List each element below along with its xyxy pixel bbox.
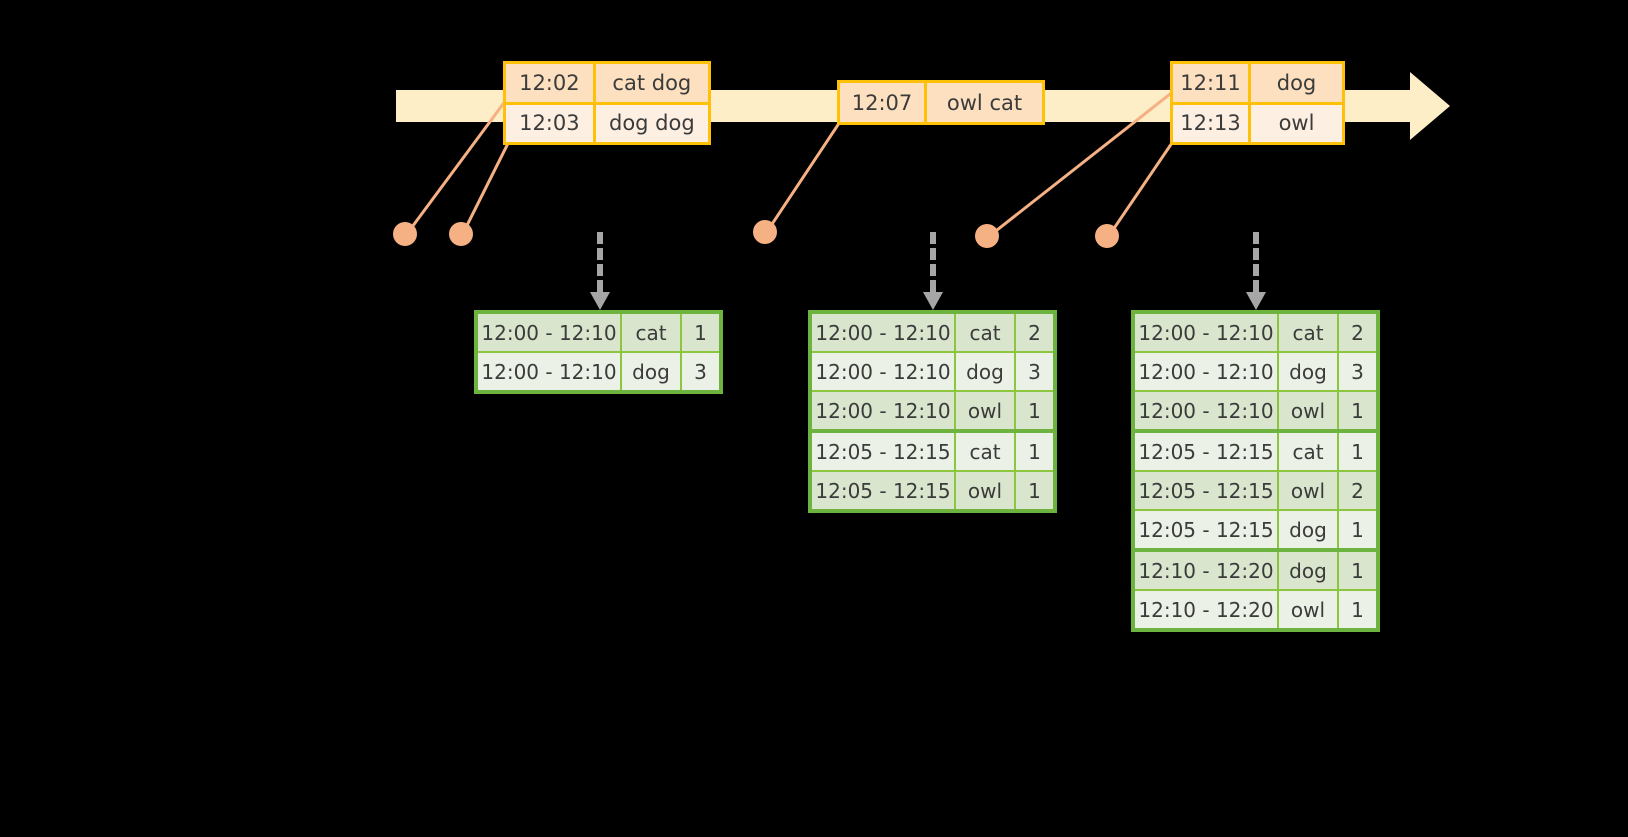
count-cell: 3 <box>1337 353 1376 390</box>
window-cell: 12:00 - 12:10 <box>478 314 620 351</box>
event-words: dog dog <box>592 104 708 142</box>
count-cell: 2 <box>1337 472 1376 509</box>
key-cell: owl <box>1277 472 1337 509</box>
window-cell: 12:05 - 12:15 <box>812 472 954 509</box>
count-cell: 1 <box>1014 472 1053 509</box>
dashed-arrow-head-icon <box>1246 292 1266 310</box>
window-cell: 12:00 - 12:10 <box>1135 314 1277 351</box>
dashed-arrow-to-table-1 <box>590 232 610 310</box>
connector-12-07-dot <box>753 220 777 244</box>
dashed-arrow-to-table-3 <box>1246 232 1266 310</box>
count-cell: 1 <box>1014 433 1053 470</box>
event-time: 12:13 <box>1173 104 1248 142</box>
event-group-1: 12:02 cat dog 12:03 dog dog <box>503 61 711 145</box>
window-cell: 12:05 - 12:15 <box>1135 472 1277 509</box>
key-cell: dog <box>1277 353 1337 390</box>
event-time: 12:07 <box>840 83 924 122</box>
key-cell: dog <box>1277 511 1337 548</box>
dashed-arrow-head-icon <box>923 292 943 310</box>
event-row: 12:11 dog <box>1173 64 1342 102</box>
window-cell: 12:00 - 12:10 <box>812 392 954 429</box>
event-row: 12:03 dog dog <box>506 101 708 142</box>
dashed-arrow-stem <box>1253 232 1259 292</box>
key-cell: owl <box>954 392 1014 429</box>
key-cell: owl <box>1277 591 1337 628</box>
dashed-arrow-to-table-2 <box>923 232 943 310</box>
count-cell: 1 <box>1337 591 1376 628</box>
count-cell: 1 <box>1337 511 1376 548</box>
key-cell: owl <box>1277 392 1337 429</box>
connector-12-03-dot <box>449 222 473 246</box>
window-cell: 12:00 - 12:10 <box>1135 353 1277 390</box>
event-words: owl <box>1248 104 1342 142</box>
event-row: 12:07 owl cat <box>840 83 1042 122</box>
key-cell: cat <box>954 314 1014 351</box>
key-cell: cat <box>620 314 680 351</box>
event-time: 12:03 <box>506 104 593 142</box>
window-cell: 12:05 - 12:15 <box>1135 511 1277 548</box>
count-cell: 1 <box>1014 392 1053 429</box>
key-cell: dog <box>620 353 680 390</box>
event-words: owl cat <box>924 83 1042 122</box>
dashed-arrow-head-icon <box>590 292 610 310</box>
count-cell: 3 <box>1014 353 1053 390</box>
event-row: 12:13 owl <box>1173 101 1342 142</box>
count-cell: 1 <box>1337 392 1376 429</box>
key-cell: cat <box>1277 314 1337 351</box>
window-cell: 12:10 - 12:20 <box>1135 552 1277 589</box>
event-group-2: 12:07 owl cat <box>837 80 1045 125</box>
window-cell: 12:00 - 12:10 <box>812 314 954 351</box>
key-cell: cat <box>954 433 1014 470</box>
connector-12-11-dot <box>975 224 999 248</box>
key-cell: cat <box>1277 433 1337 470</box>
event-words: dog <box>1248 64 1342 102</box>
timeline-right-arrow-icon <box>1410 72 1450 140</box>
window-cell: 12:00 - 12:10 <box>812 353 954 390</box>
key-cell: dog <box>1277 552 1337 589</box>
dashed-arrow-stem <box>930 232 936 292</box>
window-cell: 12:05 - 12:15 <box>1135 433 1277 470</box>
event-time: 12:11 <box>1173 64 1248 102</box>
event-words: cat dog <box>592 64 708 102</box>
count-cell: 2 <box>1337 314 1376 351</box>
count-cell: 3 <box>680 353 719 390</box>
count-cell: 2 <box>1014 314 1053 351</box>
window-cell: 12:10 - 12:20 <box>1135 591 1277 628</box>
key-cell: dog <box>954 353 1014 390</box>
connector-12-02-dot <box>393 222 417 246</box>
window-cell: 12:05 - 12:15 <box>812 433 954 470</box>
connector-12-13-dot <box>1095 224 1119 248</box>
event-row: 12:02 cat dog <box>506 64 708 102</box>
count-cell: 1 <box>680 314 719 351</box>
count-cell: 1 <box>1337 552 1376 589</box>
dashed-arrow-stem <box>597 232 603 292</box>
event-group-3: 12:11 dog 12:13 owl <box>1170 61 1345 145</box>
event-time: 12:02 <box>506 64 593 102</box>
window-cell: 12:00 - 12:10 <box>1135 392 1277 429</box>
key-cell: owl <box>954 472 1014 509</box>
window-cell: 12:00 - 12:10 <box>478 353 620 390</box>
count-cell: 1 <box>1337 433 1376 470</box>
